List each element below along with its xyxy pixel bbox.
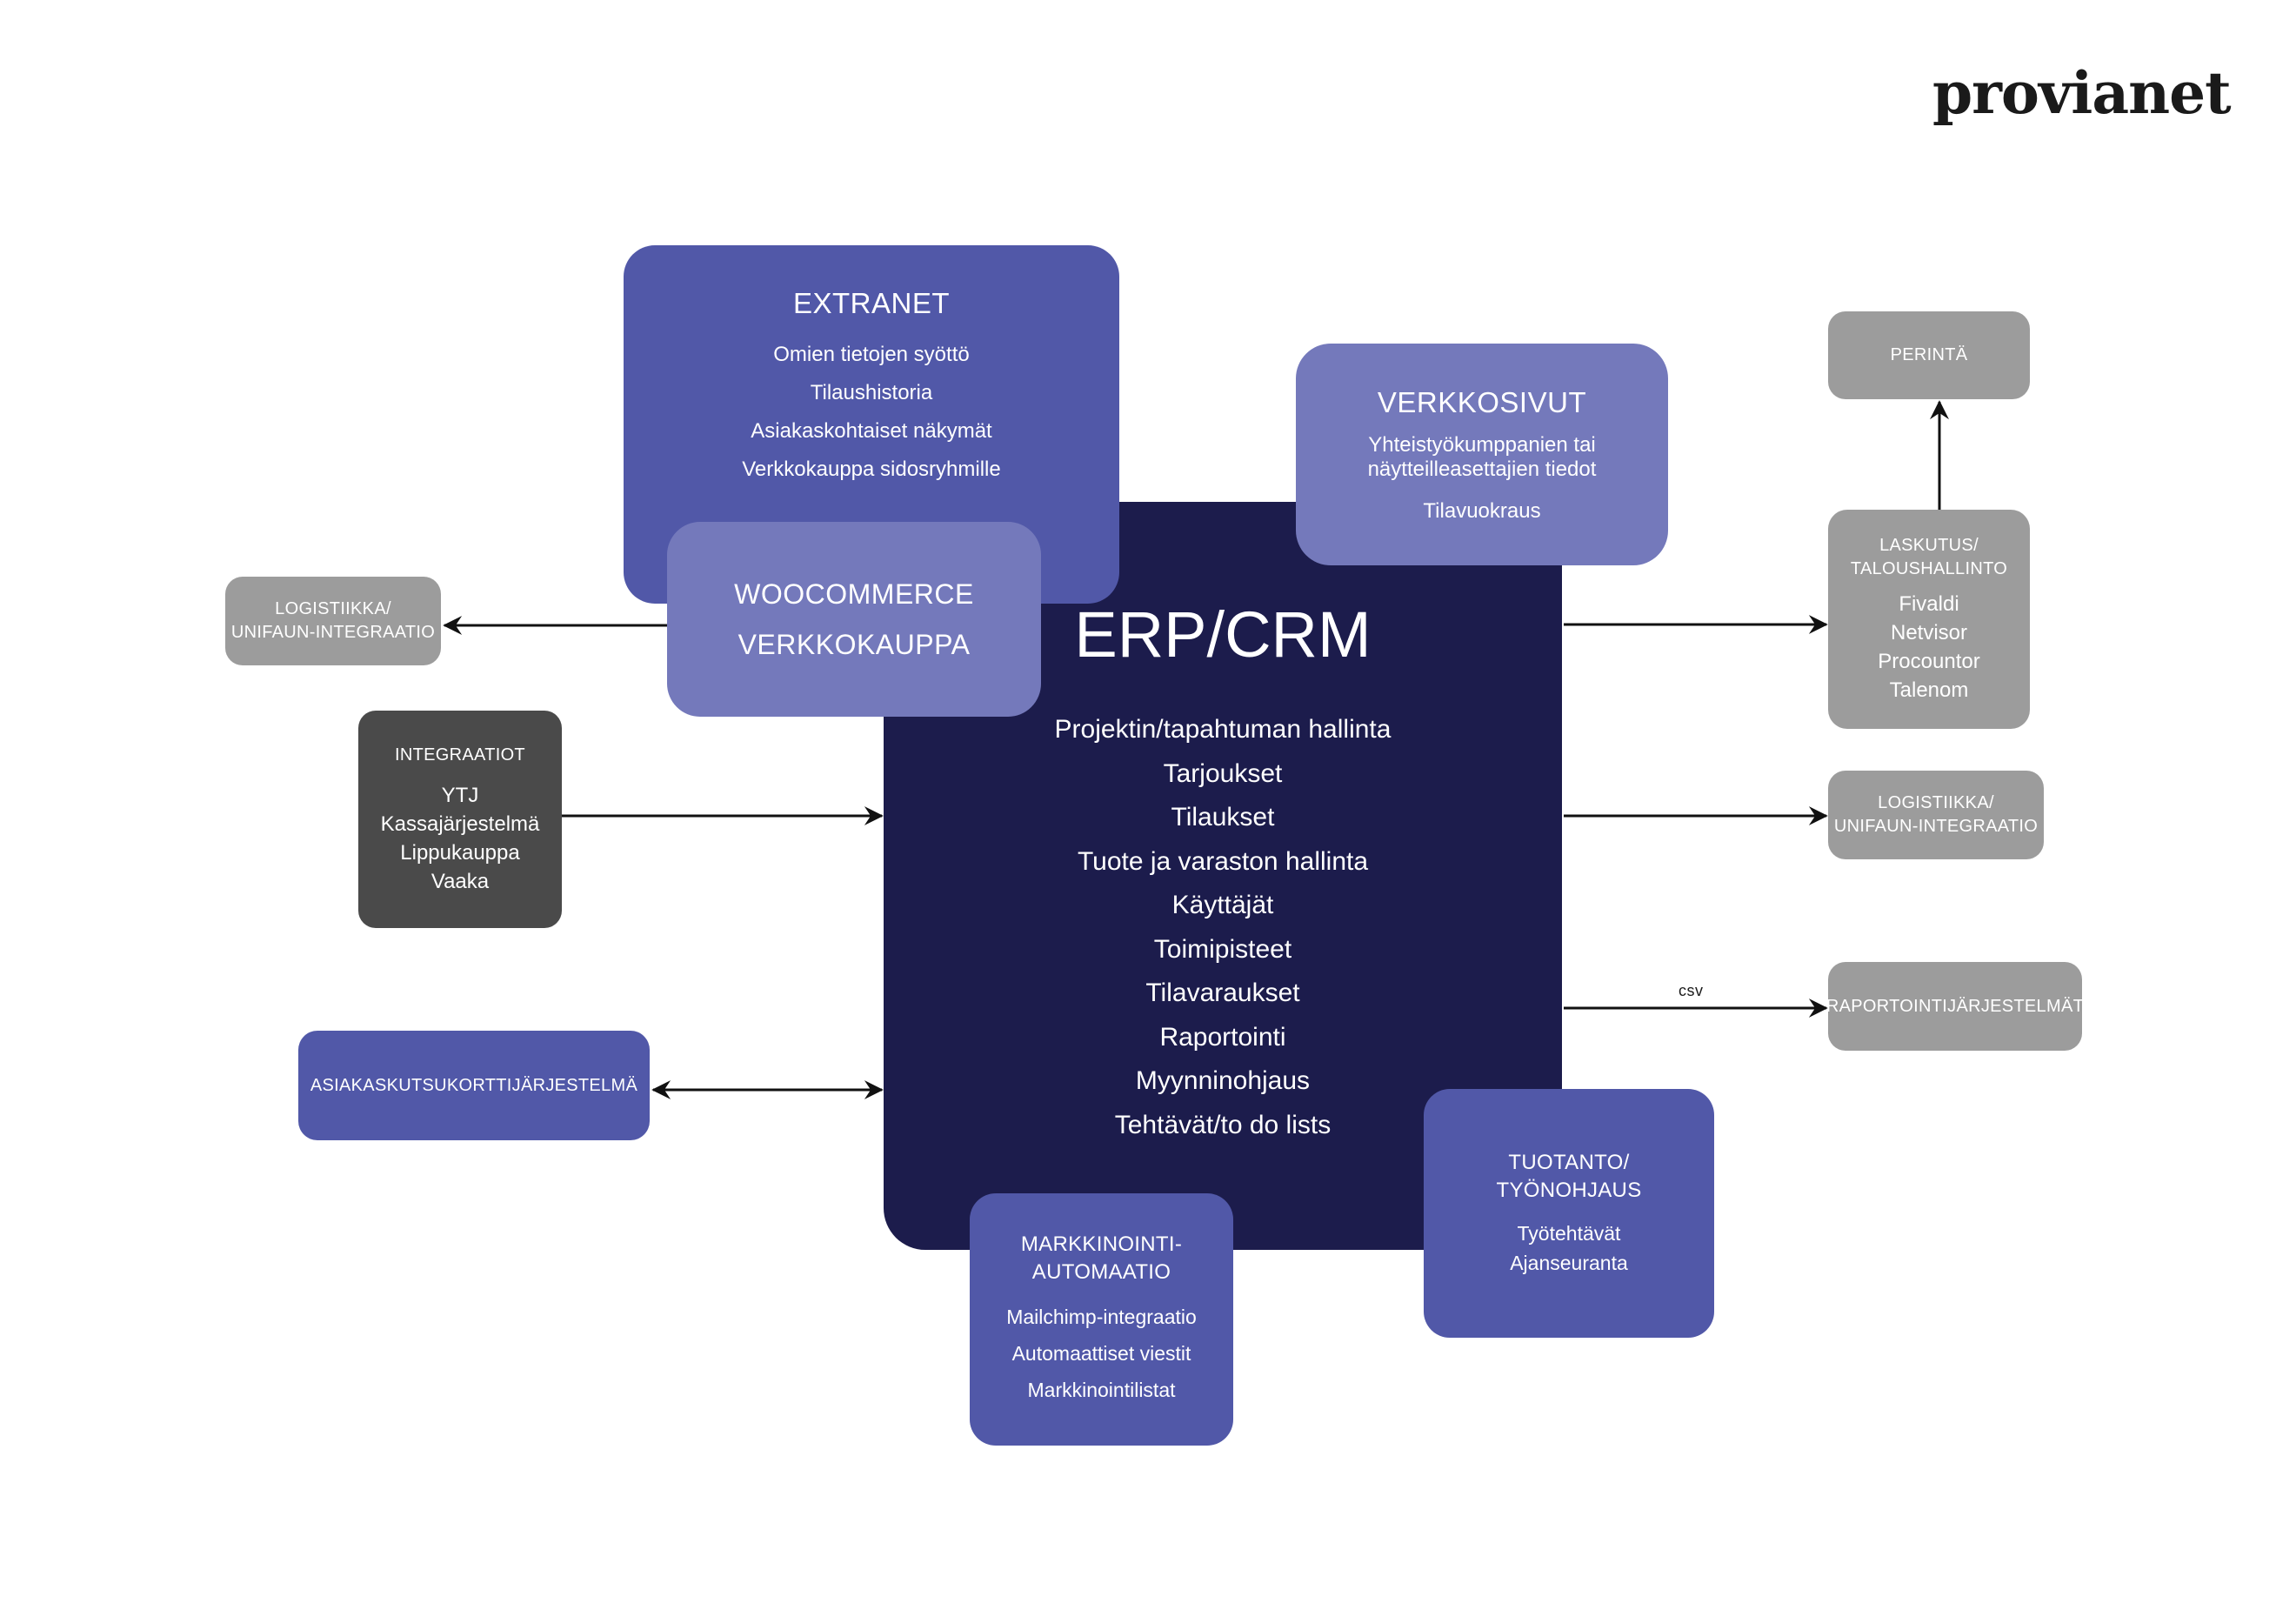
woocommerce-subtitle: VERKKOKAUPPA [738, 629, 971, 660]
logistiikka-title-line: UNIFAUN-INTEGRAATIO [1833, 817, 2039, 836]
markkinointi-title-line: AUTOMAATIO [1031, 1260, 1171, 1284]
integraatiot-item: Vaaka [430, 869, 490, 893]
raportointi-title: RAPORTOINTIJÄRJESTELMÄT [1825, 996, 2085, 1016]
perinta-box: PERINTÄ [1828, 311, 2030, 399]
raportointi-box: RAPORTOINTIJÄRJESTELMÄT [1825, 962, 2085, 1051]
extranet-items: Omien tietojen syöttö Tilaushistoria Asi… [742, 336, 1000, 489]
extranet-title: EXTRANET [792, 287, 951, 319]
laskutus-items: Fivaldi Netvisor Procountor Talenom [1878, 590, 1979, 705]
tuotanto-item: Työtehtävät [1517, 1222, 1621, 1245]
logistiikka-left-box: LOGISTIIKKA/ UNIFAUN-INTEGRAATIO [225, 577, 441, 665]
verkkosivut-title: VERKKOSIVUT [1377, 385, 1587, 418]
verkkosivut-description: Yhteistyökumppanien tai näytteilleasetta… [1368, 433, 1597, 482]
extranet-item: Tilaushistoria [810, 381, 933, 404]
erp-item: Raportointi [1159, 1022, 1286, 1052]
erp-item: Projektin/tapahtuman hallinta [1054, 715, 1392, 744]
erp-item: Tuote ja varaston hallinta [1077, 846, 1369, 876]
erp-title: ERP/CRM [1074, 598, 1372, 671]
erp-item: Käyttäjät [1171, 891, 1274, 919]
laskutus-title-line: TALOUSHALLINTO [1850, 559, 2008, 578]
verkkosivut-box: VERKKOSIVUT Yhteistyökumppanien tai näyt… [1296, 344, 1668, 565]
provianet-logo: provianet [1932, 59, 2232, 127]
erp-item: Myynninohjaus [1135, 1066, 1311, 1095]
woocommerce-box: WOOCOMMERCE VERKKOKAUPPA [667, 522, 1041, 717]
integraatiot-box: INTEGRAATIOT YTJ Kassajärjestelmä Lippuk… [358, 711, 562, 928]
erp-item: Tilaukset [1171, 803, 1275, 832]
verkkosivut-desc-line: näytteilleasettajien tiedot [1367, 457, 1597, 481]
tuotanto-items: Työtehtävät Ajanseuranta [1510, 1219, 1628, 1278]
laskutus-box: LASKUTUS/ TALOUSHALLINTO Fivaldi Netviso… [1828, 510, 2030, 729]
integraatiot-item: Lippukauppa [400, 840, 520, 865]
integraatiot-item: YTJ [441, 783, 479, 807]
asiakaskutsukortti-box: ASIAKASKUTSUKORTTIJÄRJESTELMÄ [298, 1031, 650, 1140]
verkkosivut-desc-line: Yhteistyökumppanien tai [1368, 432, 1596, 457]
tuotanto-item: Ajanseuranta [1510, 1252, 1628, 1274]
erp-item: Tarjoukset [1163, 758, 1283, 788]
tuotanto-title-line: TUOTANTO/ [1508, 1151, 1630, 1174]
logistiikka-title-line: UNIFAUN-INTEGRAATIO [230, 623, 436, 642]
markkinointi-items: Mailchimp-integraatio Automaattiset vies… [1006, 1299, 1197, 1408]
laskutus-item: Netvisor [1890, 621, 1968, 645]
markkinointi-item: Markkinointilistat [1027, 1379, 1176, 1401]
markkinointiautomaatio-box: MARKKINOINTI- AUTOMAATIO Mailchimp-integ… [970, 1193, 1233, 1446]
erp-item: Toimipisteet [1153, 934, 1292, 964]
integraatiot-item: Kassajärjestelmä [380, 812, 540, 836]
logistiikka-title-line: LOGISTIIKKA/ [1878, 793, 1994, 812]
logistiikka-title-line: LOGISTIIKKA/ [275, 599, 391, 618]
laskutus-item: Talenom [1889, 678, 1969, 702]
verkkosivut-item: Tilavuokraus [1423, 498, 1541, 523]
integraatiot-title: INTEGRAATIOT [395, 745, 525, 765]
laskutus-item: Fivaldi [1899, 592, 1959, 616]
extranet-item: Asiakaskohtaiset näkymät [751, 419, 992, 443]
markkinointi-item: Mailchimp-integraatio [1006, 1306, 1197, 1328]
tuotanto-title-line: TYÖNOHJAUS [1496, 1179, 1642, 1202]
asiakaskutsukortti-title: ASIAKASKUTSUKORTTIJÄRJESTELMÄ [310, 1075, 638, 1095]
extranet-item: Verkkokauppa sidosryhmille [742, 458, 1001, 481]
extranet-item: Omien tietojen syöttö [773, 343, 970, 366]
erp-item: Tehtävät/to do lists [1114, 1110, 1332, 1139]
markkinointi-item: Automaattiset viestit [1011, 1342, 1191, 1365]
csv-connector-label: csv [1679, 982, 1704, 999]
perinta-title: PERINTÄ [1890, 345, 1968, 364]
markkinointi-title-line: MARKKINOINTI- [1020, 1232, 1183, 1256]
tuotanto-box: TUOTANTO/ TYÖNOHJAUS Työtehtävät Ajanseu… [1424, 1089, 1714, 1338]
laskutus-item: Procountor [1878, 650, 1980, 673]
integraatiot-items: YTJ Kassajärjestelmä Lippukauppa Vaaka [381, 781, 540, 896]
erp-item: Tilavaraukset [1145, 978, 1300, 1007]
erp-feature-list: Projektin/tapahtuman hallinta Tarjoukset… [1055, 708, 1392, 1147]
woocommerce-title: WOOCOMMERCE [734, 578, 974, 610]
laskutus-title-line: LASKUTUS/ [1879, 536, 1979, 555]
logistiikka-right-box: LOGISTIIKKA/ UNIFAUN-INTEGRAATIO [1828, 771, 2044, 859]
